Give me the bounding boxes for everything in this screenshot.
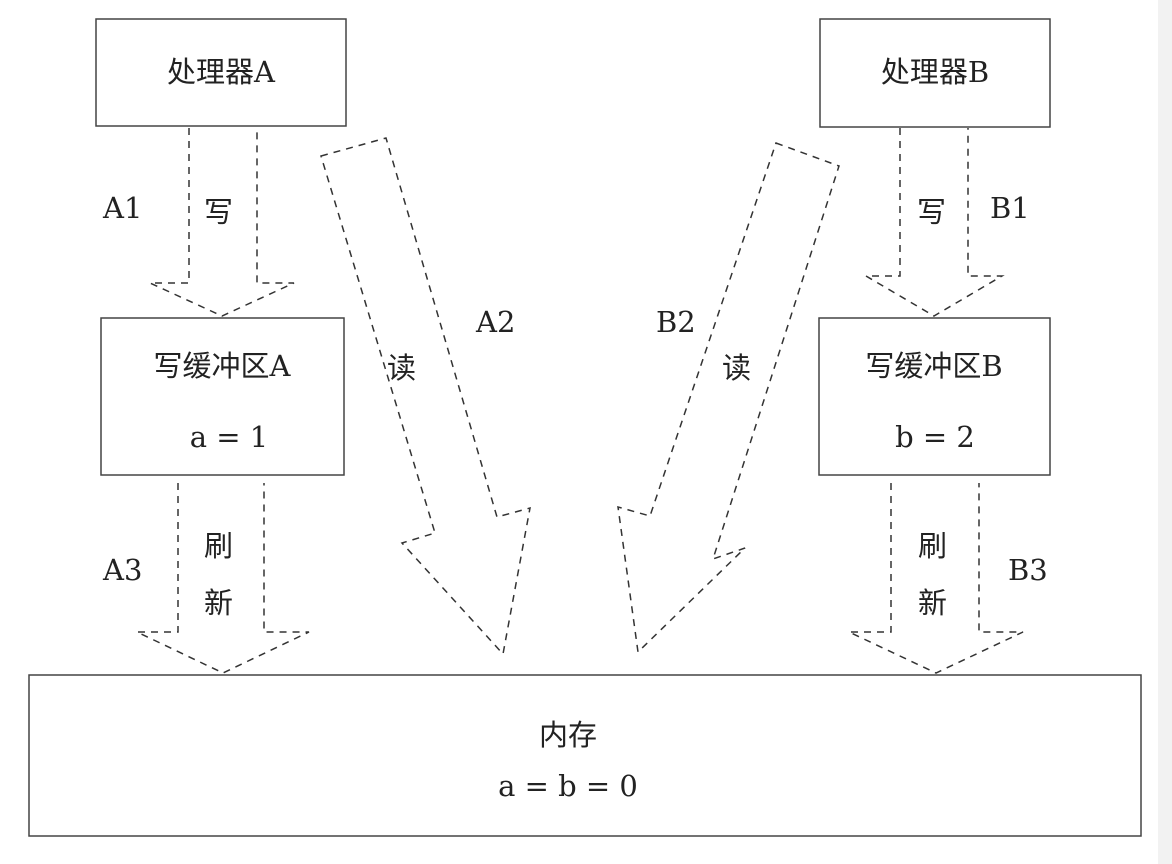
arrow-b2-read [617, 142, 840, 654]
processor-b-box: 处理器B [819, 18, 1051, 128]
write-buffer-b-value: b = 2 [895, 420, 975, 454]
write-buffer-a-value: a = 1 [190, 420, 268, 454]
arrow-b3-flush [848, 483, 1024, 674]
write-buffer-a-label: 写缓冲区A [154, 349, 292, 383]
processor-a-box: 处理器A [95, 18, 347, 127]
arrow-a3-flush [136, 483, 310, 674]
step-a3-action-line1: 刷 [204, 529, 233, 563]
step-a3-id: A3 [102, 553, 142, 587]
processor-a-label: 处理器A [167, 55, 276, 89]
write-buffer-a-box: 写缓冲区A a = 1 [100, 317, 345, 476]
step-a1-id: A1 [102, 191, 142, 225]
write-buffer-b-label: 写缓冲区B [865, 349, 1002, 383]
processor-b-label: 处理器B [881, 55, 989, 89]
step-a2-action: 读 [387, 351, 416, 385]
memory-value: a = b = 0 [498, 769, 638, 803]
memory-box: 内存 a = b = 0 [28, 674, 1142, 837]
memory-label: 内存 [539, 718, 597, 752]
step-b2-action: 读 [722, 351, 751, 385]
arrow-a2-read [320, 137, 531, 656]
step-a3-action-line2: 新 [204, 586, 233, 620]
step-b2-id: B2 [656, 305, 696, 339]
step-a2-id: A2 [475, 305, 515, 339]
write-buffer-b-box: 写缓冲区B b = 2 [818, 317, 1051, 476]
step-a1-action: 写 [204, 195, 233, 229]
step-b3-action-line1: 刷 [918, 529, 947, 563]
step-b1-id: B1 [990, 191, 1030, 225]
step-b1-action: 写 [917, 195, 946, 229]
step-b3-id: B3 [1008, 553, 1048, 587]
page-edge-strip [1158, 0, 1172, 864]
arrow-b1-write [863, 128, 1005, 317]
arrow-a1-write [149, 128, 295, 317]
step-b3-action-line2: 新 [918, 586, 947, 620]
